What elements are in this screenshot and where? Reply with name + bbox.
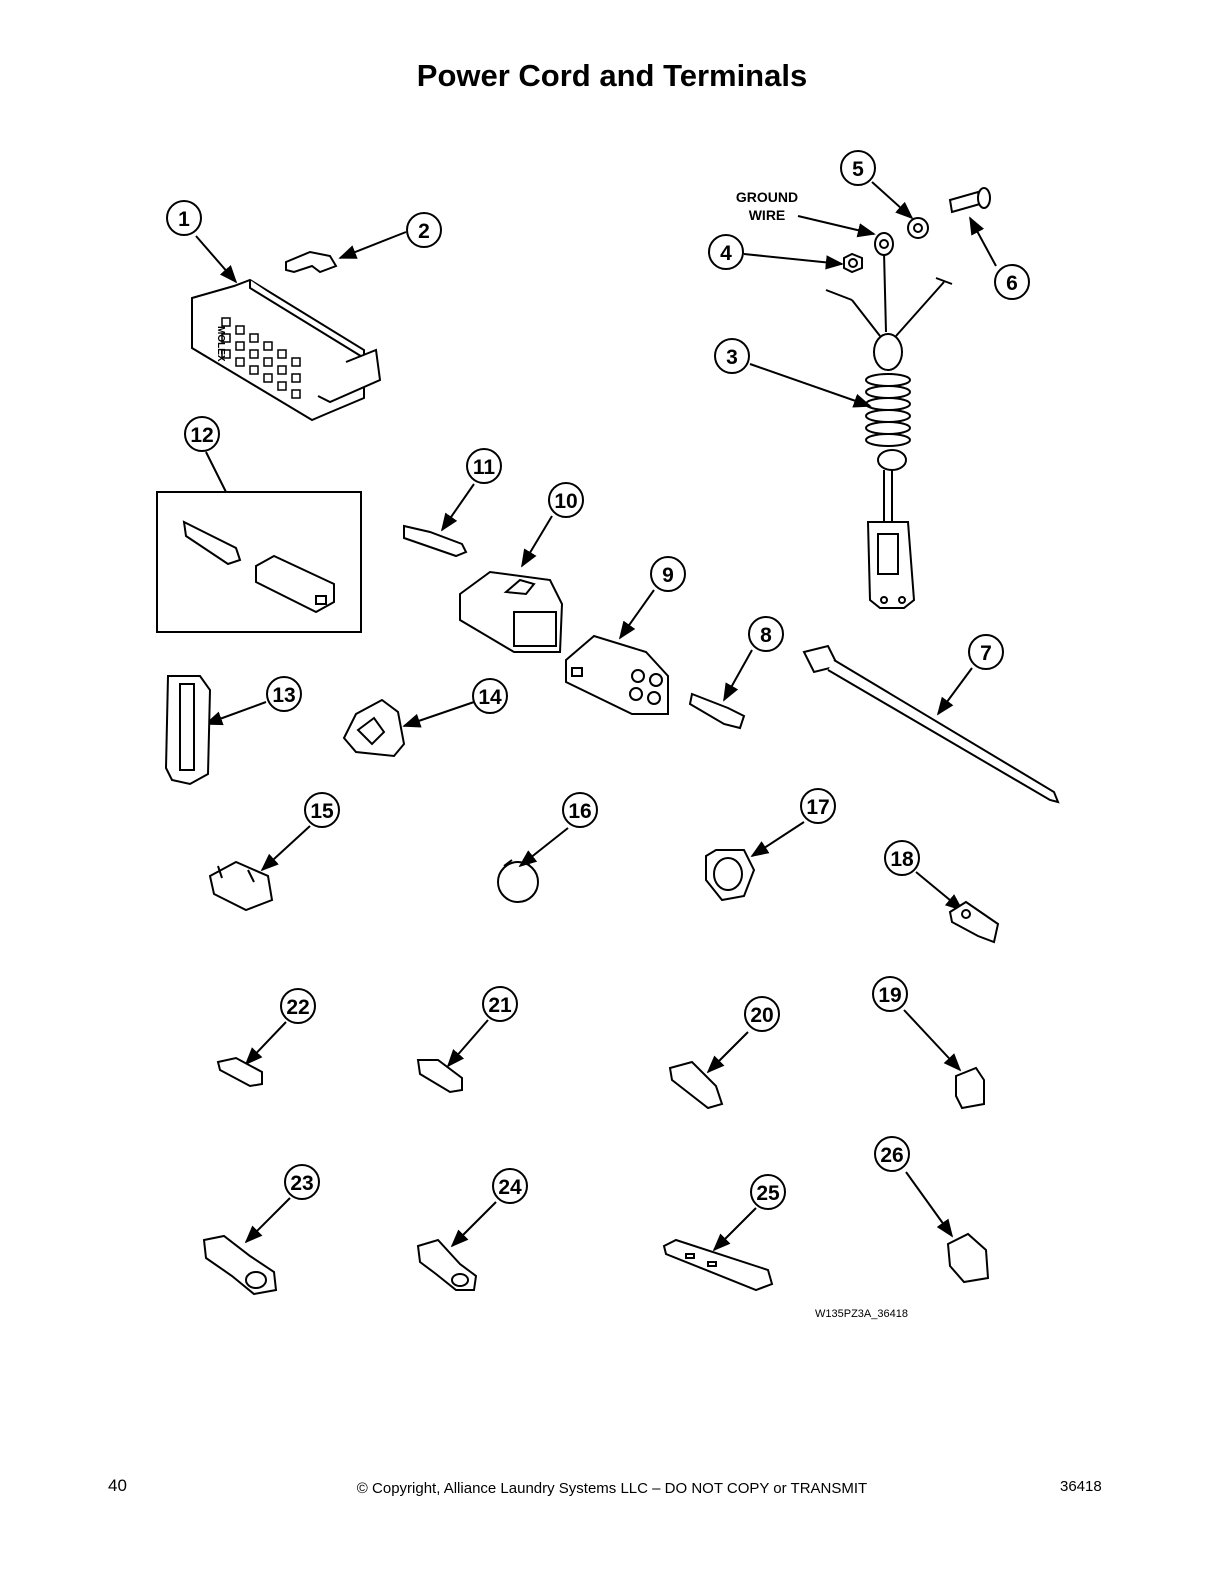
callout-10: 10 <box>548 482 584 518</box>
document-number: 36418 <box>1060 1478 1102 1495</box>
part-11-terminal <box>403 524 468 558</box>
svg-text:4: 4 <box>720 242 732 265</box>
svg-text:21: 21 <box>488 994 512 1017</box>
part-3-power-cord <box>825 251 953 609</box>
part-12-terminal-kit-box <box>156 491 362 633</box>
svg-text:9: 9 <box>662 564 674 587</box>
callout-18: 18 <box>884 840 920 876</box>
part-1-molex-connector: MOLEX <box>191 278 382 422</box>
part-8-terminal-pin <box>688 692 746 730</box>
callout-16: 16 <box>562 792 598 828</box>
callout-13: 13 <box>266 676 302 712</box>
callout-6: 6 <box>994 264 1030 300</box>
part-7-cable-tie <box>802 644 1060 804</box>
callout-22: 22 <box>280 988 316 1024</box>
callout-2: 2 <box>406 212 442 248</box>
callout-14: 14 <box>472 678 508 714</box>
svg-text:24: 24 <box>498 1176 522 1199</box>
svg-text:5: 5 <box>852 158 864 181</box>
svg-text:11: 11 <box>473 456 496 479</box>
ground-wire-eyelet <box>874 232 894 256</box>
callout-3: 3 <box>714 338 750 374</box>
callout-20: 20 <box>744 996 780 1032</box>
part-2-clip <box>285 250 338 274</box>
svg-text:17: 17 <box>806 796 829 819</box>
leader-lines <box>195 181 997 1252</box>
callout-15: 15 <box>304 792 340 828</box>
part-18-connector <box>948 900 1000 944</box>
part-15-bracket <box>208 860 274 912</box>
callout-9: 9 <box>650 556 686 592</box>
svg-text:12: 12 <box>190 424 213 447</box>
molex-marking: MOLEX <box>215 326 226 362</box>
callout-23: 23 <box>284 1164 320 1200</box>
callout-12: 12 <box>184 416 220 452</box>
callout-17: 17 <box>800 788 836 824</box>
svg-text:15: 15 <box>310 800 334 823</box>
callout-5: 5 <box>840 150 876 186</box>
copyright-notice: © Copyright, Alliance Laundry Systems LL… <box>356 1480 868 1497</box>
svg-text:16: 16 <box>568 800 591 823</box>
svg-text:13: 13 <box>272 684 295 707</box>
svg-text:2: 2 <box>418 220 430 243</box>
ground-wire-label-line1: GROUND <box>735 189 799 205</box>
callout-25: 25 <box>750 1174 786 1210</box>
part-20-terminal <box>668 1060 724 1110</box>
ground-wire-label: GROUND WIRE <box>722 188 812 224</box>
part-6-screw <box>948 187 991 214</box>
svg-text:23: 23 <box>290 1172 313 1195</box>
part-14-clip <box>342 698 406 758</box>
part-13-wire-channel <box>164 675 212 786</box>
svg-text:6: 6 <box>1006 272 1018 295</box>
svg-text:7: 7 <box>980 642 992 665</box>
callout-4: 4 <box>708 234 744 270</box>
svg-text:20: 20 <box>750 1004 773 1027</box>
svg-text:1: 1 <box>178 208 190 231</box>
part-16-ring-clip <box>497 859 539 903</box>
part-10-connector-housing <box>459 570 564 653</box>
svg-text:22: 22 <box>286 996 309 1019</box>
part-9-connector-housing <box>565 634 669 715</box>
part-21-terminal <box>416 1059 463 1094</box>
callout-1: 1 <box>166 200 202 236</box>
svg-text:26: 26 <box>880 1144 903 1167</box>
part-5-star-washer <box>907 217 929 239</box>
callout-7: 7 <box>968 634 1004 670</box>
part-23-ring-terminal <box>202 1234 278 1296</box>
part-17-clamp <box>705 849 756 902</box>
svg-text:19: 19 <box>878 984 901 1007</box>
part-25-insulator-sleeve <box>662 1238 774 1292</box>
callout-24: 24 <box>492 1168 528 1204</box>
callouts: 1 2 3 4 5 6 7 8 9 10 11 12 13 14 15 16 1… <box>166 150 1030 1210</box>
ground-wire-label-line2: WIRE <box>748 207 786 223</box>
part-26-terminal <box>946 1232 990 1284</box>
part-22-terminal <box>216 1056 263 1088</box>
svg-text:3: 3 <box>726 346 738 369</box>
callout-11: 11 <box>466 448 502 484</box>
svg-text:18: 18 <box>890 848 914 871</box>
drawing-id: W135PZ3A_36418 <box>815 1308 908 1320</box>
page-title: Power Cord and Terminals <box>416 58 808 93</box>
callout-19: 19 <box>872 976 908 1012</box>
callout-8: 8 <box>748 616 784 652</box>
svg-text:14: 14 <box>478 686 502 709</box>
svg-text:10: 10 <box>554 490 577 513</box>
svg-text:25: 25 <box>756 1182 780 1205</box>
svg-text:8: 8 <box>760 624 772 647</box>
page-number: 40 <box>108 1476 127 1495</box>
callout-21: 21 <box>482 986 518 1022</box>
part-24-ring-terminal <box>416 1238 478 1291</box>
part-19-terminal <box>955 1066 985 1110</box>
part-4-nut <box>843 252 863 274</box>
callout-26: 26 <box>874 1136 910 1172</box>
